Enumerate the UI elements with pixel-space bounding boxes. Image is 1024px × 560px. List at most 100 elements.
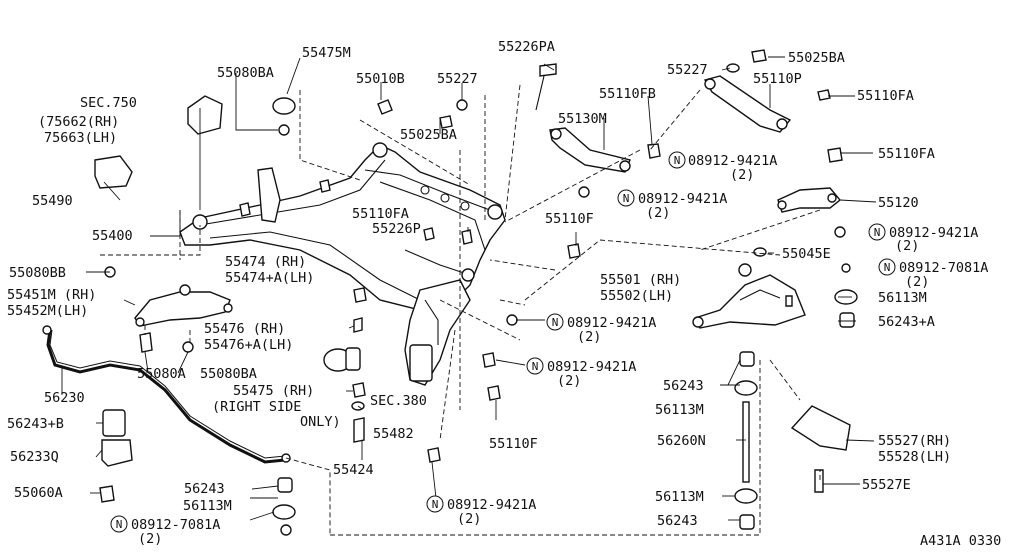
upper-links (549, 75, 841, 213)
callout-55452m-lh: 55452M(LH) (7, 303, 88, 319)
callout-55080a: 55080A (137, 366, 186, 382)
nut-marker-icon: N (426, 495, 444, 513)
callout-08912-9421a-4: 08912-9421A (567, 315, 656, 331)
callout-55025ba-center: 55025BA (400, 127, 457, 143)
callout-sec750: SEC.750 (80, 95, 137, 111)
callout-qty-8: (2) (138, 531, 162, 547)
callout-56113m-3: 56113M (183, 498, 232, 514)
callout-55227-center: 55227 (437, 71, 478, 87)
callout-55110fa-1: 55110FA (857, 88, 914, 104)
callout-55226p: 55226P (372, 221, 421, 237)
callout-55120: 55120 (878, 195, 919, 211)
callout-only: ONLY) (300, 414, 341, 430)
callout-55474-rh: 55474 (RH) (225, 254, 306, 270)
callout-55451m-rh: 55451M (RH) (7, 287, 96, 303)
stabilizer-bar (42, 325, 291, 464)
callout-75663: 75663(LH) (44, 130, 117, 146)
callout-55476a-lh: 55476+A(LH) (204, 337, 293, 353)
callout-55010b: 55010B (356, 71, 405, 87)
callout-55080bb: 55080BB (9, 265, 66, 281)
callout-55110p: 55110P (753, 71, 802, 87)
callout-55130m: 55130M (558, 111, 607, 127)
part-labels: 55475M 55080BA 55010B 55227 55226PA 5522… (7, 39, 1001, 549)
callout-qty-1: (2) (730, 167, 754, 183)
callout-55528-lh: 55528(LH) (878, 449, 951, 465)
dashed-assembly-lines (100, 84, 821, 536)
callout-08912-9421a-6: 08912-9421A (447, 497, 536, 513)
callout-56113m-2: 56113M (655, 402, 704, 418)
callout-55227-right: 55227 (667, 62, 708, 78)
svg-text:N: N (874, 226, 881, 239)
nut-marker-icon: N (526, 357, 544, 375)
callout-08912-9421a-5: 08912-9421A (547, 359, 636, 375)
callout-55475-rh: 55475 (RH) (233, 383, 314, 399)
svg-text:N: N (532, 360, 539, 373)
callout-55110fa-3: 55110FA (352, 206, 409, 222)
callout-56243-right: 56243 (663, 378, 704, 394)
callout-56233q: 56233Q (10, 449, 59, 465)
callout-56230: 56230 (44, 390, 85, 406)
callout-55110fa-2: 55110FA (878, 146, 935, 162)
callout-55476-rh: 55476 (RH) (204, 321, 285, 337)
nut-markers: N N N N N N N N (110, 151, 896, 533)
callout-right-side: (RIGHT SIDE (212, 399, 301, 415)
callout-55400: 55400 (92, 228, 133, 244)
nut-marker-icon: N (868, 223, 886, 241)
callout-qty-4: (2) (905, 274, 929, 290)
callout-sec380: SEC.380 (370, 393, 427, 409)
callout-55475m: 55475M (302, 45, 351, 61)
callout-55025ba-top: 55025BA (788, 50, 845, 66)
svg-text:N: N (432, 498, 439, 511)
callout-08912-7081a-1: 08912-7081A (899, 260, 988, 276)
callout-qty-2: (2) (646, 205, 670, 221)
callout-qty-7: (2) (457, 511, 481, 527)
callout-55060a: 55060A (14, 485, 63, 501)
nut-marker-icon: N (546, 313, 564, 331)
nut-marker-icon: N (878, 258, 896, 276)
svg-text:N: N (552, 316, 559, 329)
callout-56260n: 56260N (657, 433, 706, 449)
callout-55490: 55490 (32, 193, 73, 209)
callout-56113m-1: 56113M (878, 290, 927, 306)
callout-55226pa: 55226PA (498, 39, 555, 55)
callout-55110f-1: 55110F (545, 211, 594, 227)
callout-55474a-lh: 55474+A(LH) (225, 270, 314, 286)
callout-qty-5: (2) (577, 329, 601, 345)
callout-75662: (75662(RH) (38, 114, 119, 130)
callout-08912-9421a-2: 08912-9421A (638, 191, 727, 207)
nut-marker-icon: N (110, 515, 128, 533)
callout-qty-3: (2) (895, 238, 919, 254)
svg-text:N: N (116, 518, 123, 531)
callout-56243-bottom: 56243 (657, 513, 698, 529)
callout-08912-7081a-2: 08912-7081A (131, 517, 220, 533)
svg-text:N: N (884, 261, 891, 274)
callout-55501-rh: 55501 (RH) (600, 272, 681, 288)
bushings-and-hardware (94, 49, 858, 536)
callout-56243a: 56243+A (878, 314, 935, 330)
callout-55110fb: 55110FB (599, 86, 656, 102)
callout-55424: 55424 (333, 462, 374, 478)
svg-text:N: N (623, 192, 630, 205)
differential-mount-member (134, 284, 233, 327)
callout-55080ba-top: 55080BA (217, 65, 274, 81)
callout-56243-left: 56243 (184, 481, 225, 497)
callout-55527-rh: 55527(RH) (878, 433, 951, 449)
callout-55080ba-bottom: 55080BA (200, 366, 257, 382)
callout-55502-lh: 55502(LH) (600, 288, 673, 304)
callout-08912-9421a-3: 08912-9421A (889, 225, 978, 241)
callout-55482: 55482 (373, 426, 414, 442)
nut-marker-icon: N (617, 189, 635, 207)
lower-control-arm (692, 263, 806, 329)
svg-text:N: N (674, 154, 681, 167)
callout-56113m-4: 56113M (655, 489, 704, 505)
callout-55045e: 55045E (782, 246, 831, 262)
callout-56243b: 56243+B (7, 416, 64, 432)
callout-qty-6: (2) (557, 373, 581, 389)
reference-code: A431A 0330 (920, 533, 1001, 549)
callout-55110f-2: 55110F (489, 436, 538, 452)
rear-crossmember (179, 142, 506, 386)
callout-08912-9421a-1: 08912-9421A (688, 153, 777, 169)
callout-55527e: 55527E (862, 477, 911, 493)
nut-marker-icon: N (668, 151, 686, 169)
